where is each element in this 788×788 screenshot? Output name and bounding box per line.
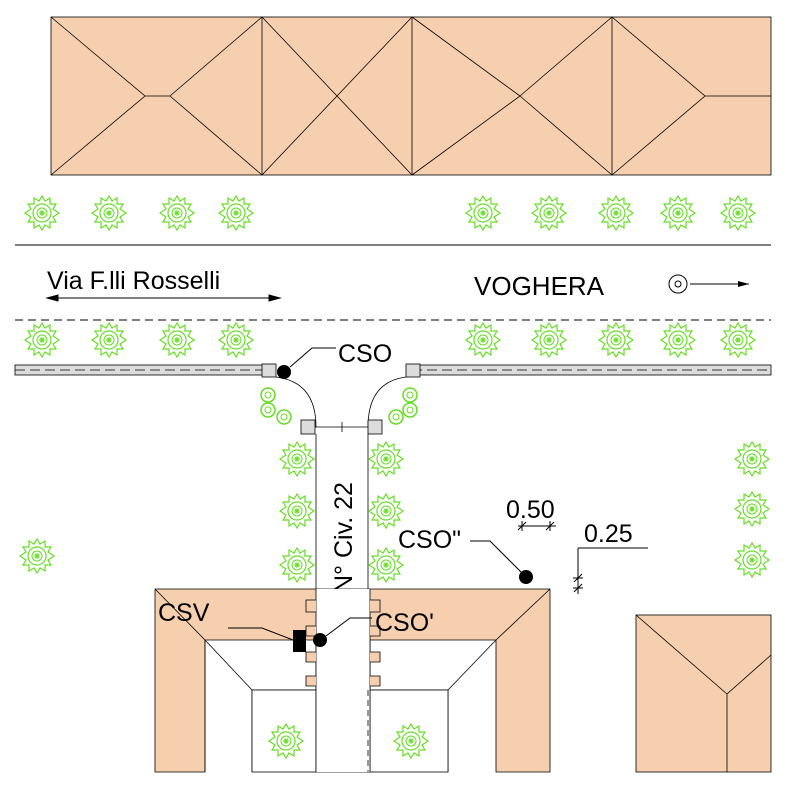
label-cso-prime: CSO' (375, 609, 434, 637)
tree-symbol-icon (279, 547, 315, 583)
entrance-shrubs (260, 387, 418, 425)
tree-symbol-icon (279, 493, 315, 529)
direction-arrow-icon (668, 274, 749, 294)
shrub-icon (402, 402, 418, 418)
building-courtyard (154, 588, 551, 773)
tree-symbol-icon (91, 195, 127, 231)
tree-symbol-icon (734, 542, 770, 578)
dimension-label-025: 0.25 (584, 520, 633, 548)
tree-row-upper (24, 195, 756, 231)
tree-symbol-icon (660, 322, 696, 358)
manhole-cso-double-prime[interactable] (470, 540, 533, 584)
tree-symbol-icon (218, 322, 254, 358)
tree-symbol-icon (218, 195, 254, 231)
shrub-icon (260, 387, 276, 403)
street-name-arrow (45, 294, 282, 302)
tree-symbol-icon (279, 441, 315, 477)
tree-symbol-icon (734, 491, 770, 527)
tree-symbol-icon (660, 195, 696, 231)
dimension-025 (573, 547, 648, 594)
shrub-icon (402, 387, 418, 403)
driveway (275, 376, 407, 598)
tree-symbol-icon (734, 441, 770, 477)
label-cso-double-prime: CSO" (398, 526, 461, 554)
tree-symbol-icon (531, 195, 567, 231)
kerb-strip (14, 363, 772, 378)
manhole-dot-icon (519, 570, 533, 584)
label-cso: CSO (338, 340, 392, 368)
valve-csv[interactable] (228, 627, 306, 652)
label-csv: CSV (158, 599, 210, 627)
building-right (635, 614, 772, 773)
tree-symbol-icon (531, 322, 567, 358)
manhole-dot-icon (277, 365, 291, 379)
valve-icon (293, 630, 306, 652)
tree-symbol-icon (159, 195, 195, 231)
dimension-050 (517, 521, 556, 531)
tree-symbol-icon (465, 322, 501, 358)
direction-label: VOGHERA (474, 271, 605, 301)
tree-symbol-icon (24, 195, 60, 231)
manhole-dot-icon (313, 633, 327, 647)
street-name: Via F.lli Rosselli (47, 267, 220, 295)
tree-symbol-icon (91, 322, 127, 358)
tree-symbol-icon (19, 538, 55, 574)
tree-symbol-icon (368, 493, 404, 529)
tree-symbol-icon (24, 322, 60, 358)
shrub-icon (276, 409, 292, 425)
dimension-label-050: 0.50 (506, 496, 555, 524)
manhole-cso[interactable] (277, 347, 336, 379)
shrub-icon (388, 409, 404, 425)
building-row-top (50, 16, 772, 176)
driveway-trees (19, 441, 770, 583)
tree-symbol-icon (720, 322, 756, 358)
tree-symbol-icon (720, 195, 756, 231)
tree-symbol-icon (159, 322, 195, 358)
shrub-icon (260, 402, 276, 418)
tree-symbol-icon (465, 195, 501, 231)
civic-number-label: N° Civ. 22 (330, 482, 358, 593)
tree-symbol-icon (368, 441, 404, 477)
manhole-cso-prime[interactable] (313, 617, 372, 647)
tree-symbol-icon (598, 322, 634, 358)
tree-symbol-icon (598, 195, 634, 231)
